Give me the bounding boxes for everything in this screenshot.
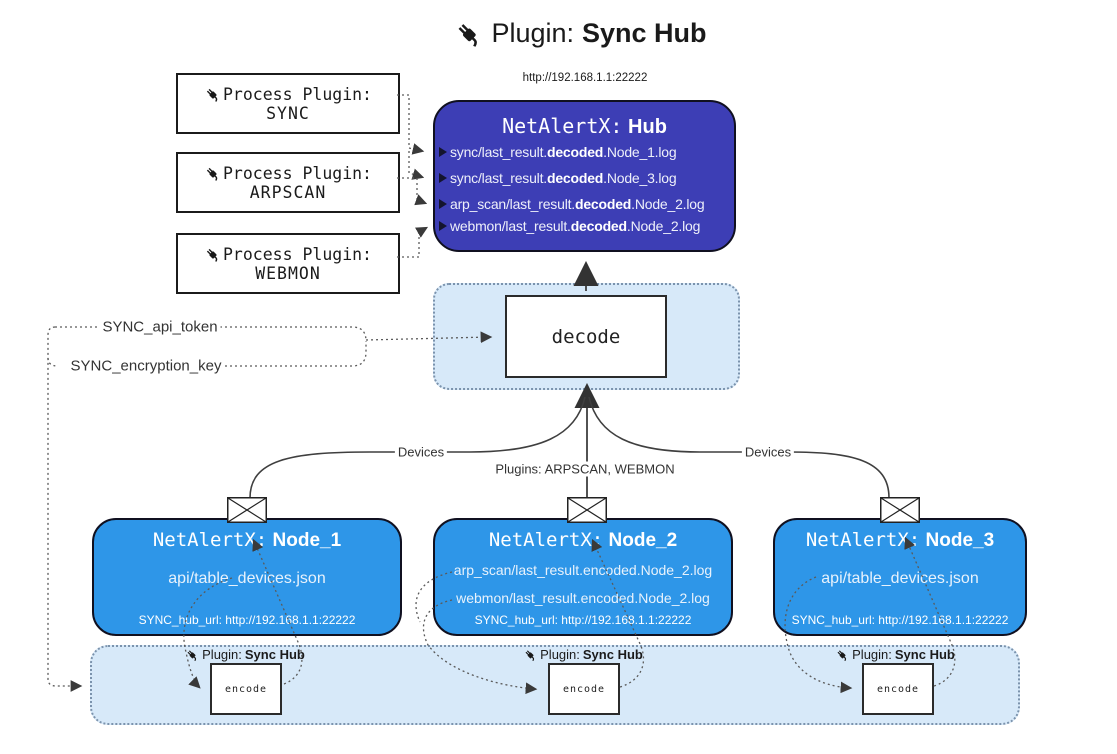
plug-icon xyxy=(187,649,197,661)
arrow-right-icon xyxy=(439,147,447,157)
node-file: api/table_devices.json xyxy=(168,570,326,587)
arrow-right-icon xyxy=(439,199,447,209)
process-plugin-label: Process Plugin: xyxy=(222,244,372,264)
encode-box: encode xyxy=(210,663,282,715)
process-plugin-label: Process Plugin: xyxy=(222,84,372,104)
title-name: Sync Hub xyxy=(582,18,707,48)
encode-box: encode xyxy=(548,663,620,715)
node-title: NetAlertX: Node_1 xyxy=(94,529,400,552)
decode-box: decode xyxy=(505,295,667,378)
node-title-name: Node_1 xyxy=(272,530,342,551)
process-plugin-label: Process Plugin: xyxy=(222,163,372,183)
hub-log-entry: sync/last_result.decoded.Node_3.log xyxy=(439,170,677,186)
log-text: .Node_2.log xyxy=(626,218,701,234)
node-title-prefix: NetAlertX: xyxy=(152,529,268,551)
hub-log-entry: arp_scan/last_result.decoded.Node_2.log xyxy=(439,196,705,212)
log-text: sync/last_result. xyxy=(450,170,547,186)
log-text: .Node_2.log xyxy=(631,196,705,212)
decode-label: decode xyxy=(551,325,621,348)
plug-icon xyxy=(837,649,847,661)
devices-left-label: Devices xyxy=(394,444,448,460)
plug-icon xyxy=(206,88,218,102)
plug-icon xyxy=(525,649,535,661)
node-3-box: NetAlertX: Node_3 api/table_devices.json… xyxy=(773,518,1027,636)
encode-label: encode xyxy=(562,683,606,695)
hub-title-name: Hub xyxy=(628,116,667,138)
log-bold: decoded xyxy=(546,144,604,160)
node-hub-url: SYNC_hub_url: http://192.168.1.1:22222 xyxy=(138,613,356,627)
log-text: .Node_1.log xyxy=(603,144,677,160)
node-title: NetAlertX: Node_2 xyxy=(435,529,731,552)
hub-title: NetAlertX: Hub xyxy=(435,114,734,139)
hub-url-label: http://192.168.1.1:22222 xyxy=(522,72,648,84)
node-file: webmon/last_result.encoded.Node_2.log xyxy=(456,590,710,606)
log-text: webmon/last_result. xyxy=(450,218,571,234)
strip-plugin-label: Plugin: Sync Hub xyxy=(185,647,305,662)
page-title: Plugin: Sync Hub xyxy=(453,18,707,49)
encode-label: encode xyxy=(224,683,268,695)
node-file: arp_scan/last_result.encoded.Node_2.log xyxy=(453,562,713,578)
envelope-icon xyxy=(880,497,920,523)
node-2-box: NetAlertX: Node_2 arp_scan/last_result.e… xyxy=(433,518,733,636)
node-title-prefix: NetAlertX: xyxy=(488,529,604,551)
hub-log-entry: sync/last_result.decoded.Node_1.log xyxy=(439,144,677,160)
log-bold: decoded xyxy=(546,170,604,186)
encode-box: encode xyxy=(862,663,934,715)
plugins-center-label: Plugins: ARPSCAN, WEBMON xyxy=(492,461,678,477)
strip-label-text: Plugin: xyxy=(540,647,580,662)
log-bold: decoded xyxy=(574,196,632,212)
process-plugin-name: ARPSCAN xyxy=(249,182,327,202)
node-title-prefix: NetAlertX: xyxy=(805,529,921,551)
sync-encryption-key-label: SYNC_encryption_key xyxy=(67,357,225,375)
process-plugin-name: SYNC xyxy=(266,103,310,123)
strip-plugin-label: Plugin: Sync Hub xyxy=(835,647,955,662)
log-text: .Node_3.log xyxy=(603,170,677,186)
arrow-right-icon xyxy=(439,221,447,231)
arrow-right-icon xyxy=(439,173,447,183)
envelope-icon xyxy=(227,497,267,523)
node-1-box: NetAlertX: Node_1 api/table_devices.json… xyxy=(92,518,402,636)
node-title-name: Node_3 xyxy=(925,530,995,551)
strip-label-text: Plugin: xyxy=(852,647,892,662)
log-bold: decoded xyxy=(570,218,627,234)
hub-log-entry: webmon/last_result.decoded.Node_2.log xyxy=(439,218,700,234)
hub-title-prefix: NetAlertX: xyxy=(502,114,623,138)
log-text: sync/last_result. xyxy=(450,144,547,160)
process-plugin-sync: Process Plugin: SYNC xyxy=(176,73,400,134)
title-label: Plugin: xyxy=(491,18,575,48)
process-plugin-name: WEBMON xyxy=(255,263,321,283)
hub-box: NetAlertX: Hub sync/last_result.decoded.… xyxy=(433,100,736,252)
envelope-icon xyxy=(567,497,607,523)
log-text: arp_scan/last_result. xyxy=(450,196,575,212)
strip-plugin-label: Plugin: Sync Hub xyxy=(523,647,643,662)
plug-icon xyxy=(206,248,218,262)
process-plugin-webmon: Process Plugin: WEBMON xyxy=(176,233,400,294)
strip-label-text: Plugin: xyxy=(202,647,242,662)
node-hub-url: SYNC_hub_url: http://192.168.1.1:22222 xyxy=(791,613,1009,627)
node-title: NetAlertX: Node_3 xyxy=(775,529,1025,552)
node-file: api/table_devices.json xyxy=(821,570,979,587)
process-plugin-arpscan: Process Plugin: ARPSCAN xyxy=(176,152,400,213)
plug-icon xyxy=(206,167,218,181)
sync-api-token-label: SYNC_api_token xyxy=(99,318,221,336)
node-hub-url: SYNC_hub_url: http://192.168.1.1:22222 xyxy=(474,613,692,627)
strip-label-name: Sync Hub xyxy=(894,647,955,662)
plug-icon xyxy=(458,23,477,47)
devices-right-label: Devices xyxy=(741,444,795,460)
strip-label-name: Sync Hub xyxy=(244,647,305,662)
encode-label: encode xyxy=(876,683,920,695)
node-title-name: Node_2 xyxy=(608,530,678,551)
strip-label-name: Sync Hub xyxy=(582,647,643,662)
